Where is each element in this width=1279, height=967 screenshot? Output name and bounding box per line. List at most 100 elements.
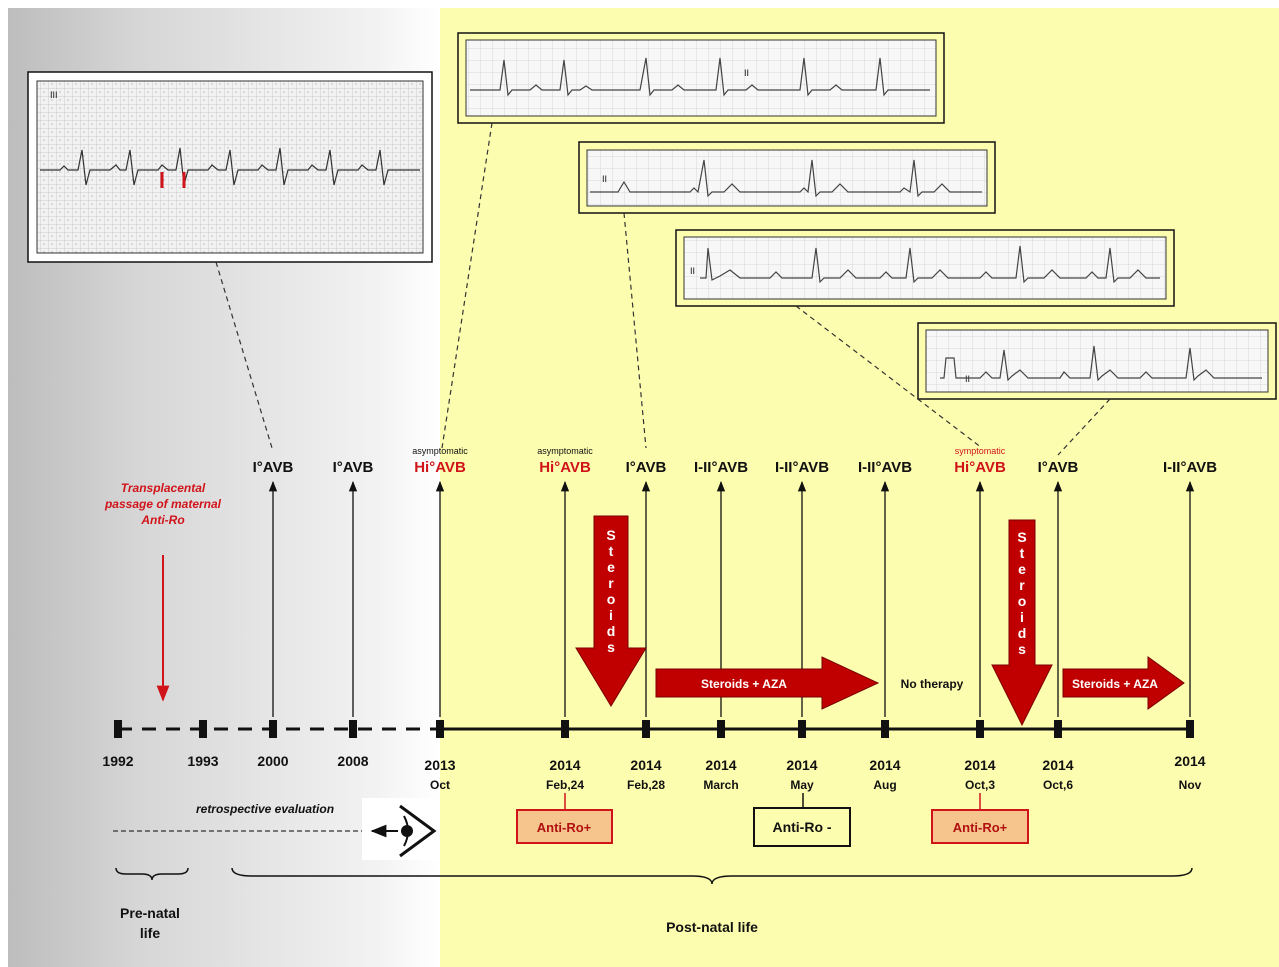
steroids-letter: i — [1020, 609, 1024, 625]
timeline-tick — [642, 720, 650, 738]
steroids-letter: S — [1017, 529, 1026, 545]
steroids-vertical-label-2: Steroids — [1017, 529, 1026, 657]
event-date: Nov — [1179, 778, 1202, 792]
timeline-tick — [561, 720, 569, 738]
ecg-lead-label: II — [744, 68, 749, 78]
maternal-note-line-2: passage of maternal — [104, 497, 222, 511]
steroids-letter: e — [1018, 561, 1026, 577]
ecg-strip-2014-feb28: II — [578, 141, 996, 214]
event-year: 1992 — [102, 753, 133, 769]
avb-status: Hi°AVB — [954, 459, 1006, 476]
timeline-tick — [436, 720, 444, 738]
event-year: 2008 — [337, 753, 368, 769]
avb-status: I-II°AVB — [775, 459, 829, 476]
symptom-note: asymptomatic — [537, 446, 593, 456]
steroids-letter: t — [1020, 545, 1025, 561]
steroids-letter: r — [1019, 577, 1025, 593]
timeline-tick — [798, 720, 806, 738]
steroids-arrow-2 — [991, 519, 1053, 727]
event-date: March — [703, 778, 738, 792]
timeline-tick — [199, 720, 207, 738]
antibody-box-oct3 — [931, 809, 1029, 844]
event-year: 2013 — [424, 757, 455, 773]
event-date: Aug — [873, 778, 896, 792]
retrospective-label: retrospective evaluation — [196, 802, 334, 816]
antibody-tests: Anti-Ro+ Anti-Ro - Anti-Ro+ — [516, 793, 1029, 847]
steroids-aza-arrow-2 — [1062, 656, 1185, 710]
event-date: Oct,3 — [965, 778, 995, 792]
steroids-letter: i — [609, 607, 613, 623]
event-year: 2014 — [786, 757, 817, 773]
event-date: May — [790, 778, 814, 792]
steroids-letter: e — [607, 559, 615, 575]
ecg-strip-2014-oct: II — [917, 322, 1277, 400]
timeline-tick — [1186, 720, 1194, 738]
steroids-letter: d — [607, 623, 616, 639]
steroids-aza-label-1: Steroids + AZA — [701, 677, 787, 691]
avb-status: Hi°AVB — [539, 459, 591, 476]
avb-status: I°AVB — [253, 459, 294, 476]
event-year: 2014 — [549, 757, 580, 773]
avb-status: I°AVB — [333, 459, 374, 476]
timeline-tick — [269, 720, 277, 738]
eye-icon — [399, 804, 437, 858]
event-year: 2014 — [705, 757, 736, 773]
event-year: 2014 — [1042, 757, 1073, 773]
event-year: 2014 — [964, 757, 995, 773]
event-year: 2014 — [869, 757, 900, 773]
steroids-aza-label-2: Steroids + AZA — [1072, 677, 1158, 691]
antibody-result-oct3: Anti-Ro+ — [953, 820, 1008, 835]
event-date: Oct — [430, 778, 450, 792]
steroids-letter: s — [607, 639, 615, 655]
antibody-result-may: Anti-Ro - — [772, 819, 831, 835]
maternal-antiro-note: Transplacental passage of maternal Anti-… — [104, 481, 222, 702]
avb-status: I-II°AVB — [1163, 459, 1217, 476]
antibody-box-may — [753, 807, 851, 847]
event-arrows — [268, 480, 1195, 717]
event-year: 2000 — [257, 753, 288, 769]
event-year: 2014 — [1174, 753, 1205, 769]
event-date: Feb,24 — [546, 778, 584, 792]
life-periods: Pre-natal life Post-natal life — [115, 867, 1193, 941]
antibody-result-feb24: Anti-Ro+ — [537, 820, 592, 835]
maternal-note-line-1: Transplacental — [121, 481, 206, 495]
maternal-note-line-3: Anti-Ro — [140, 513, 184, 527]
steroids-letter: o — [607, 591, 616, 607]
ecg-lead-label: II — [690, 266, 695, 276]
timeline-tick — [881, 720, 889, 738]
prenatal-label-line-2: life — [140, 925, 160, 941]
no-therapy-label: No therapy — [901, 677, 964, 691]
timeline-tick — [349, 720, 357, 738]
event-date: Oct,6 — [1043, 778, 1073, 792]
timeline-tick — [1054, 720, 1062, 738]
event-year: 1993 — [187, 753, 218, 769]
avb-status: I°AVB — [1038, 459, 1079, 476]
avb-status: I-II°AVB — [858, 459, 912, 476]
timeline-tick — [717, 720, 725, 738]
symptom-note: asymptomatic — [412, 446, 468, 456]
avb-status: Hi°AVB — [414, 459, 466, 476]
postnatal-label: Post-natal life — [666, 919, 758, 935]
event-year: 2014 — [630, 757, 661, 773]
ecg-strip-2000: III — [27, 71, 433, 263]
ecg-lead-label: II — [965, 374, 970, 384]
ecg-lead-label: II — [602, 174, 607, 184]
ecg-connectors — [215, 122, 1111, 456]
event-date: Feb,28 — [627, 778, 665, 792]
timeline-axis — [114, 720, 1194, 738]
ecg-strip-2013-oct: II — [457, 32, 945, 124]
postnatal-brace — [231, 867, 1193, 885]
timeline-tick — [114, 720, 122, 738]
retrospective-evaluation: retrospective evaluation — [113, 798, 438, 860]
steroids-letter: t — [609, 543, 614, 559]
timeline-tick — [976, 720, 984, 738]
ecg-lead-label: III — [50, 90, 58, 100]
avb-status: I°AVB — [626, 459, 667, 476]
antibody-box-feb24 — [516, 809, 613, 844]
prenatal-label-line-1: Pre-natal — [120, 905, 180, 921]
steroids-letter: o — [1018, 593, 1027, 609]
